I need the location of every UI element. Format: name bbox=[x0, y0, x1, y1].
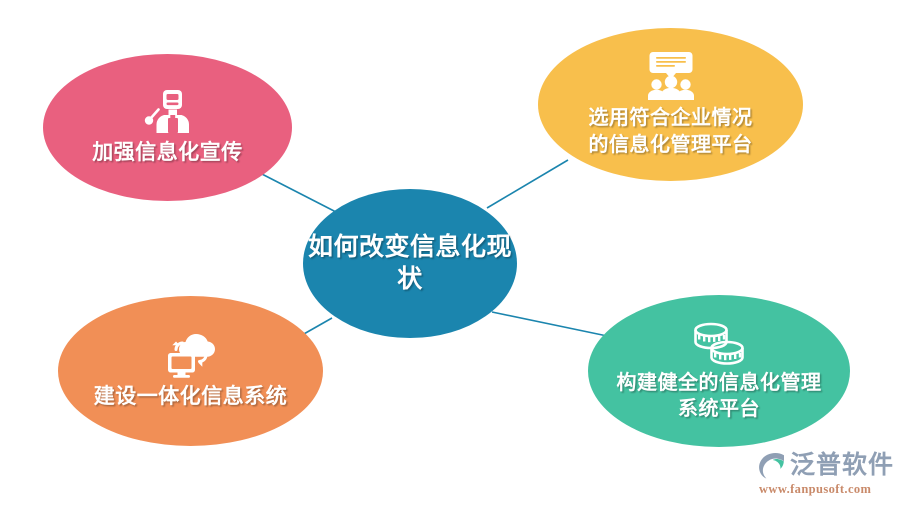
team-discussion-icon bbox=[643, 51, 699, 101]
branch-node-integrated-system[interactable]: 建设一体化信息系统 bbox=[58, 296, 323, 446]
branch-label-promotion: 加强信息化宣传 bbox=[92, 141, 243, 165]
center-node[interactable]: 如何改变信息化现状 bbox=[303, 189, 517, 338]
brand-name: 泛普软件 bbox=[790, 451, 895, 479]
brand-logo: 泛普软件 www.fanpusoft.com bbox=[757, 452, 894, 497]
stacked-coins-icon bbox=[690, 321, 748, 367]
brand-url: www.fanpusoft.com bbox=[759, 482, 872, 496]
welder-icon bbox=[140, 88, 196, 134]
branch-label-mgmt-platform: 构建健全的信息化管理 系统平台 bbox=[616, 371, 822, 420]
connector-center-to-promotion bbox=[257, 171, 337, 213]
center-node-label: 如何改变信息化现状 bbox=[307, 233, 512, 293]
brand-logo-row: 泛普软件 bbox=[757, 452, 894, 479]
branch-label-integrated-system: 建设一体化信息系统 bbox=[93, 385, 288, 409]
connector-center-to-mgmt-platform bbox=[491, 311, 613, 338]
branch-node-promotion[interactable]: 加强信息化宣传 bbox=[43, 54, 292, 201]
branch-node-mgmt-platform[interactable]: 构建健全的信息化管理 系统平台 bbox=[588, 295, 850, 447]
connector-center-to-platform-select bbox=[486, 159, 569, 209]
cloud-sync-monitor-icon bbox=[163, 331, 219, 379]
branch-label-platform-select: 选用符合企业情况 的信息化管理平台 bbox=[588, 107, 753, 156]
fanpu-logo-mark bbox=[759, 452, 784, 479]
branch-node-platform-select[interactable]: 选用符合企业情况 的信息化管理平台 bbox=[538, 28, 803, 181]
